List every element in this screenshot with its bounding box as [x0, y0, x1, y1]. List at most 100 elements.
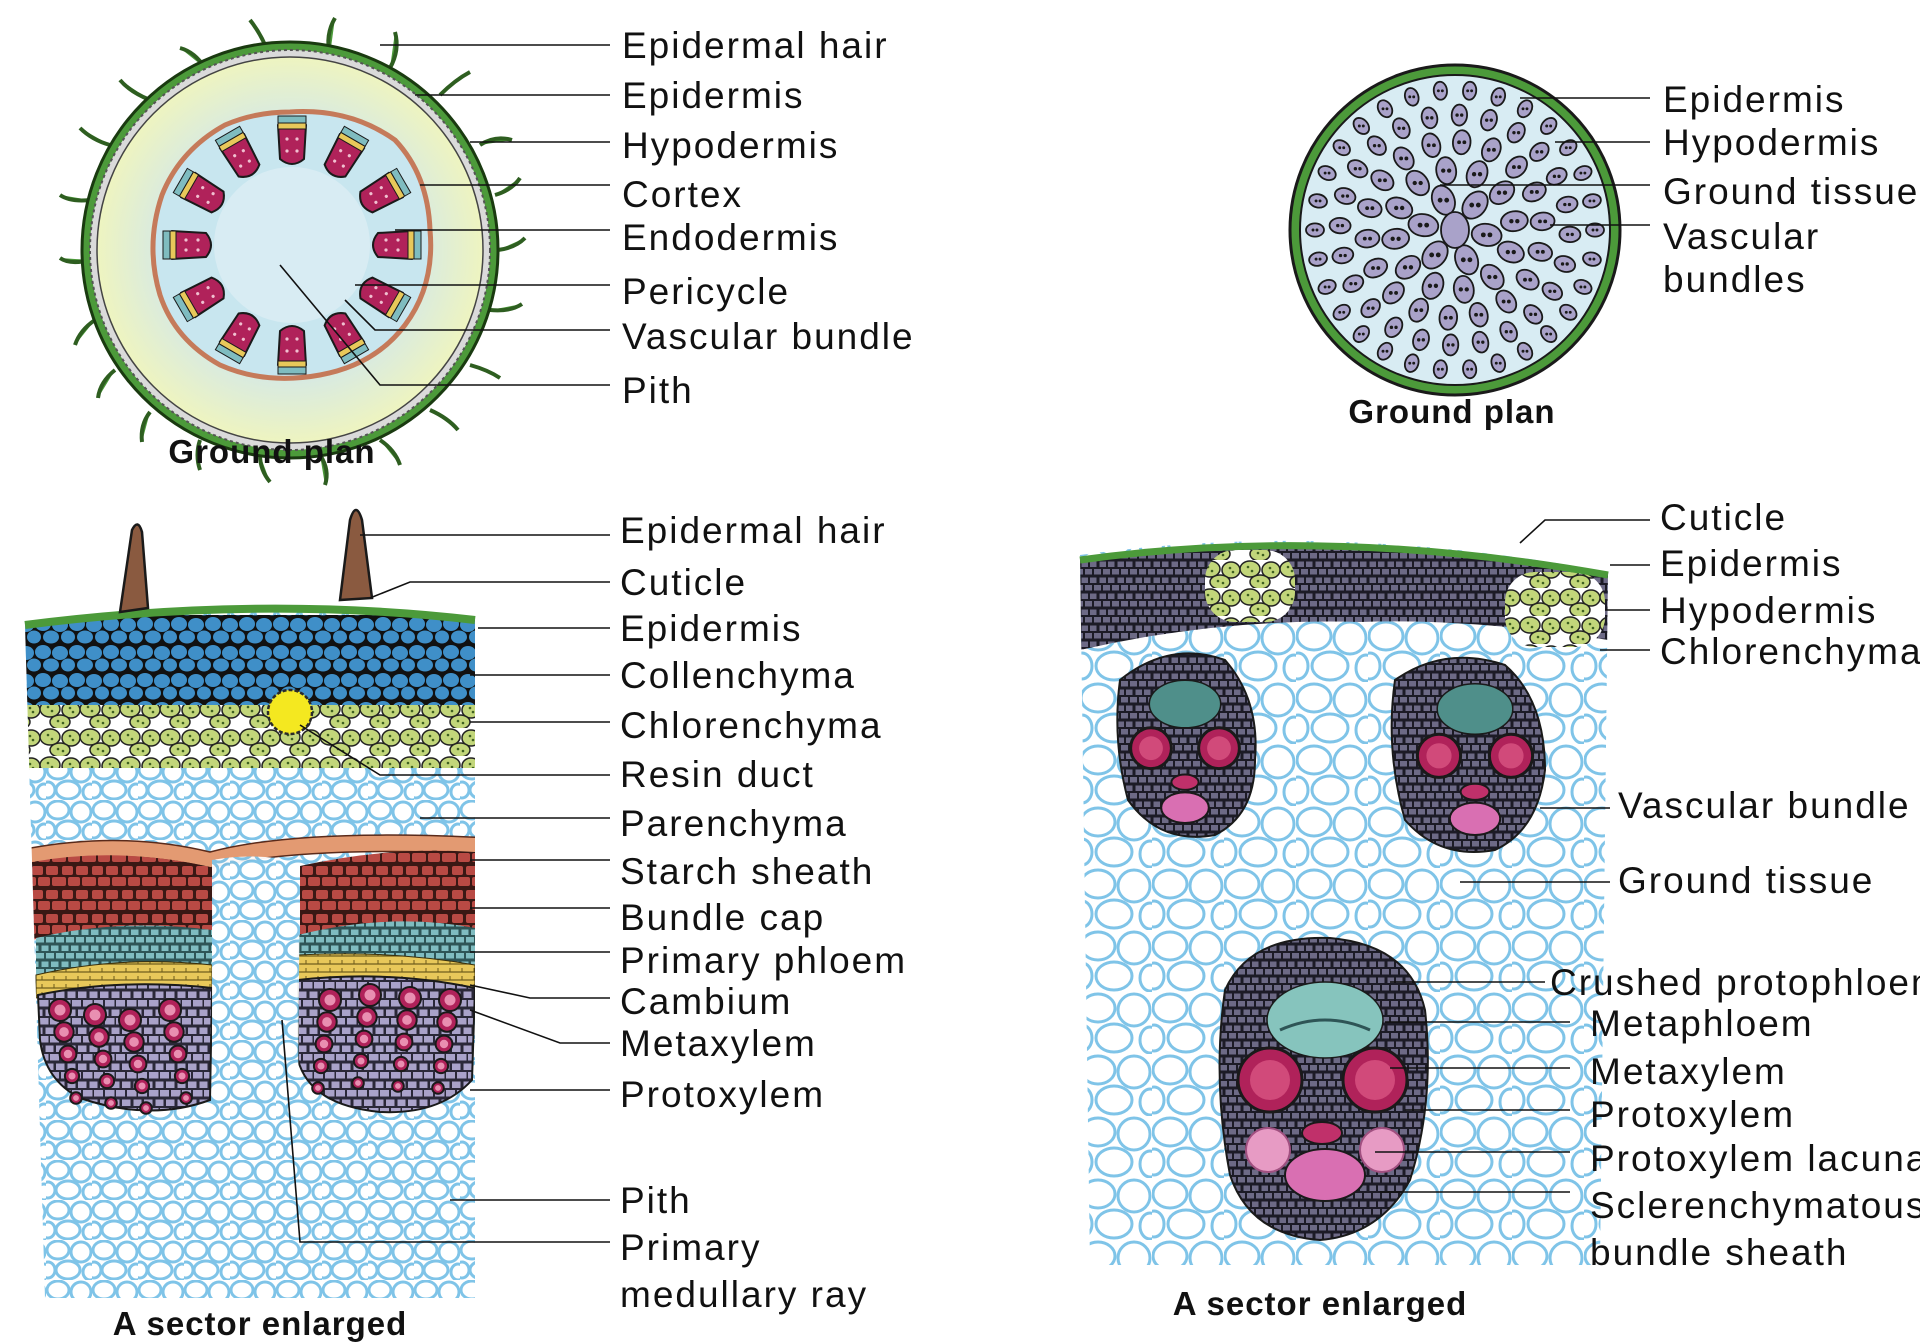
phloem-strip [340, 125, 370, 148]
phloem-strip [389, 167, 412, 197]
vessel-lumen [317, 1062, 325, 1070]
vessel-dot [211, 192, 215, 196]
vessel-dot [1417, 338, 1421, 342]
vessel-dot [1371, 306, 1375, 310]
phloem-strip [413, 230, 422, 260]
vessel-dot [285, 337, 289, 341]
vessel-dot [1492, 147, 1496, 152]
monocot-chlorenchyma-left [1205, 550, 1295, 622]
mono-bundle [1366, 135, 1387, 156]
vessel-lumen [164, 1004, 176, 1016]
vessel-dot [206, 200, 210, 204]
vessel-lumen [444, 994, 456, 1006]
mono-bundle [1382, 281, 1405, 305]
vessel-dot [1342, 310, 1346, 314]
vessel-dot [1451, 343, 1455, 347]
vessel-dot [1408, 265, 1414, 270]
vessel-dot [1353, 167, 1358, 171]
vessel-dot [1357, 332, 1361, 336]
label-hypodermis: Hypodermis [1660, 590, 1877, 631]
protoxylem-cluster [1359, 1127, 1405, 1173]
vessel-lumen [94, 1032, 104, 1042]
vessel-dot [1318, 257, 1322, 261]
dicot-hair-1 [118, 523, 150, 614]
phloem-strip [172, 167, 195, 197]
mono-bundle [1432, 80, 1448, 101]
vessel-dot [1327, 171, 1331, 175]
vessel-lumen [435, 1085, 441, 1091]
vessel-dot [1517, 165, 1522, 170]
dicot-sector-labels: Epidermal hair Cuticle Epidermis Collenc… [113, 510, 905, 1342]
vessel-dot [1323, 285, 1327, 289]
mono-bundle [1363, 257, 1389, 279]
mono-bundle [1333, 187, 1357, 205]
mono-bundle [1541, 281, 1564, 301]
mono-bundle [1540, 325, 1558, 343]
mono-bundle [1465, 160, 1489, 189]
vascular-bundle-wedge [162, 229, 212, 261]
dicot-bundle-cap-right [300, 850, 475, 938]
vessel-dot [1565, 232, 1570, 237]
vessel-lumen [319, 1039, 329, 1049]
label-parenchyma: Parenchyma [620, 803, 848, 844]
vessel-dot [1400, 205, 1405, 211]
vessel-dot [1533, 312, 1538, 317]
dicot-ground-plan [58, 16, 527, 486]
vessel-dot [1345, 194, 1350, 198]
label-ground-tissue: Ground tissue [1663, 171, 1919, 212]
vessel-dot [1436, 367, 1440, 371]
vessel-lumen [108, 1100, 114, 1106]
vessel-dot [285, 149, 289, 153]
label-epidermal-hair: Epidermal hair [622, 25, 889, 66]
vessel-dot [1501, 299, 1506, 304]
vessel-lumen [63, 1049, 73, 1059]
vessel-dot [1425, 116, 1429, 120]
vessel-dot [285, 349, 289, 353]
mono-bundle [1480, 108, 1498, 132]
mono-bundle [1461, 190, 1489, 220]
protoxylem-cluster [1245, 1127, 1291, 1173]
vascular-bundle-wedge [276, 325, 308, 375]
vessel-dot [1521, 107, 1525, 111]
vessel-dot [1318, 199, 1322, 203]
vessel-lumen [315, 1085, 321, 1091]
vessel-dot [1560, 262, 1565, 266]
mono-bundle [1421, 271, 1445, 300]
vessel-dot [211, 294, 215, 298]
vessel-dot [339, 149, 343, 153]
vessel-dot [1470, 367, 1474, 371]
label-protoxylem-lacuna: Protoxylem lacuna [1590, 1138, 1920, 1179]
vessel-lumen [357, 1057, 365, 1065]
vessel-dot [1477, 172, 1483, 177]
mono-bundle [1527, 241, 1553, 262]
vessel-lumen [442, 1017, 452, 1027]
vessel-dot [1435, 252, 1441, 258]
mono-bundle [1331, 246, 1355, 265]
vessel-dot [1385, 349, 1389, 353]
monocot-ground-plan [1288, 63, 1622, 397]
vessel-dot [1362, 236, 1367, 241]
vessel-lumen [169, 1027, 179, 1037]
mono-bundle [1438, 304, 1459, 331]
vessel-dot [247, 327, 251, 331]
mono-bundle [1420, 106, 1439, 130]
vessel-dot [1469, 202, 1475, 208]
vessel-dot [1412, 180, 1417, 186]
mono-bundle [1490, 353, 1507, 373]
mono-bundle [1405, 169, 1431, 197]
vessel-lumen [362, 1012, 372, 1022]
dicot-xylem-vessels [48, 983, 462, 1115]
mono-bundle [1432, 359, 1448, 380]
mono-bundle [1332, 139, 1351, 157]
vessel-dot [295, 349, 299, 353]
vessel-lumen [173, 1049, 183, 1059]
vessel-dot [384, 238, 388, 242]
vessel-dot [1505, 249, 1510, 255]
vessel-lumen [103, 1077, 111, 1085]
mono-bundle [1308, 193, 1328, 209]
vessel-dot [1529, 190, 1534, 194]
vascular-bundle-wedge [172, 276, 225, 323]
vessel-dot [1474, 312, 1478, 317]
vessel-dot [1449, 315, 1453, 320]
